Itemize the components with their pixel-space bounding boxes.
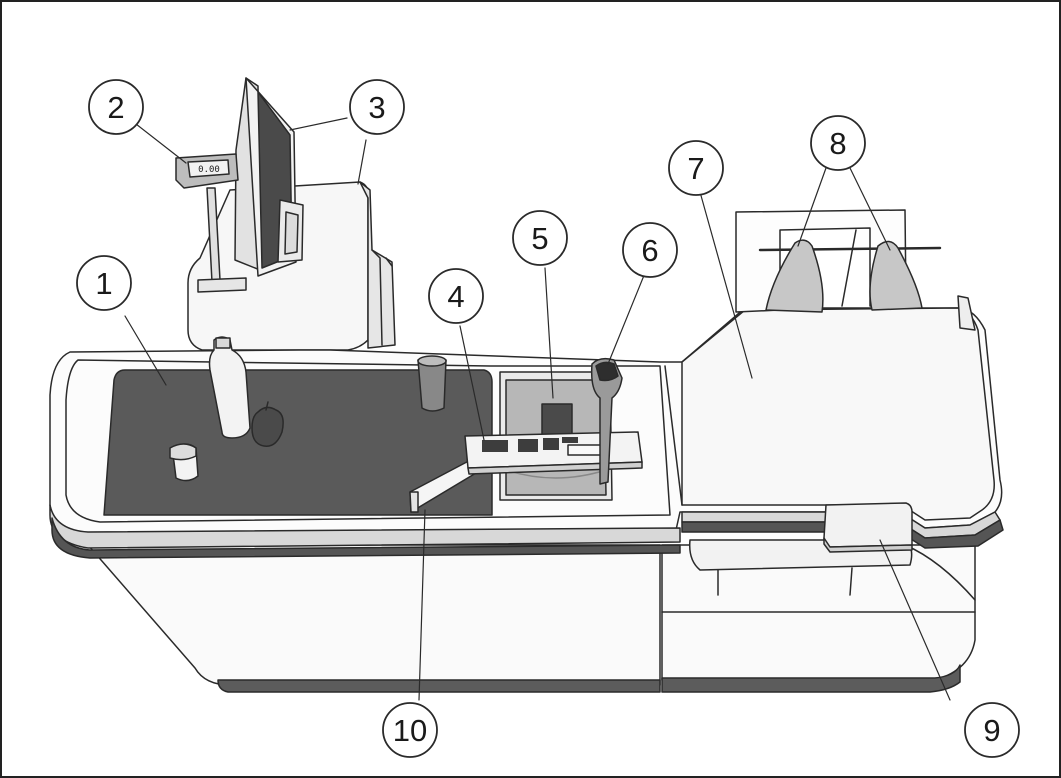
callout-circle-2 [88,79,144,135]
left-cabinet-front [87,544,661,686]
callout-circle-1 [76,255,132,311]
callout-label-1: 1 [95,266,112,301]
customer-display-screen [187,159,230,178]
left-cabinet-base [217,679,661,693]
callout-circle-3 [349,79,405,135]
callout-label-8: 8 [829,126,846,161]
callout-label-4: 4 [447,279,464,314]
callout-circle-6 [622,222,678,278]
bag-right [869,240,923,311]
callout-label-10: 10 [393,713,427,748]
customer-display-base [197,277,247,293]
callout-label-6: 6 [641,233,658,268]
callout-circle-7 [668,140,724,196]
card-terminal [823,502,913,548]
callout-circle-10 [382,702,438,758]
callout-circle-8 [810,115,866,171]
bagging-area-seam [664,365,683,506]
bag-rack-strut [841,229,857,307]
callout-circle-5 [512,210,568,266]
callout-label-5: 5 [531,221,548,256]
keyboard-slot [567,444,605,456]
shelf-leg-right [849,567,853,596]
keyboard-keys [482,437,578,452]
pedestal-side [359,181,396,349]
callout-label-2: 2 [107,90,124,125]
handheld-scanner [590,357,623,485]
callout-circle-4 [428,268,484,324]
bag-left [765,239,824,313]
counter-edge-dark [51,517,681,559]
callout-circle-9 [964,702,1020,758]
bag-hanger-rail [758,246,942,252]
bagging-area-backrail [957,295,976,331]
customer-display-readout: 0.00 [198,165,220,175]
bagging-area-top [681,307,995,521]
callout-label-9: 9 [983,713,1000,748]
counter-top-inner-rim [65,359,671,523]
right-cabinet-base [661,664,961,693]
callout-label-3: 3 [368,90,385,125]
apple [251,406,284,447]
leader-lines [124,117,951,701]
callout-label-7: 7 [687,151,704,186]
conveyor-belt [103,369,493,516]
